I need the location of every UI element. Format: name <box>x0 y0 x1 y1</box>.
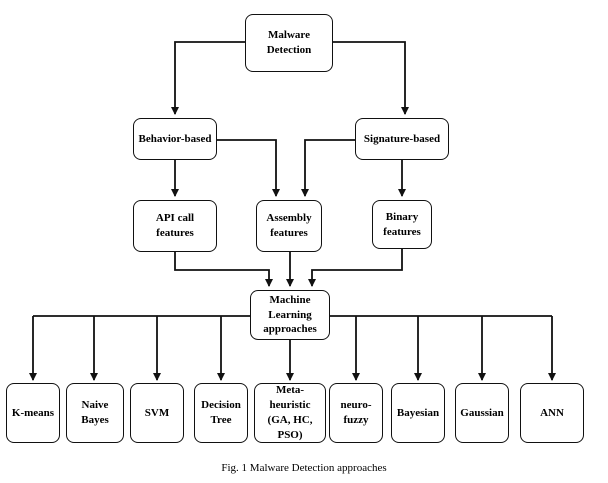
method-kmeans-label: K-means <box>11 406 55 419</box>
method-naive-bayes: Naive Bayes <box>66 383 124 443</box>
assembly-features-label: Assembly features <box>266 212 312 239</box>
method-meta-heuristic-label: Meta-heuristic (GA, HC, PSO) <box>267 384 313 441</box>
method-ann-label: ANN <box>540 406 564 419</box>
method-svm: SVM <box>130 383 184 443</box>
edge-api-ml <box>174 252 273 287</box>
behavior-based-label: Behavior-based <box>138 132 212 145</box>
edge-signature-assembly <box>301 139 355 197</box>
method-neuro-fuzzy-label: neuro-fuzzy <box>340 399 372 426</box>
ml-approaches-node: Machine Learning approaches <box>250 290 330 340</box>
edge-binary-ml <box>308 249 403 287</box>
edge-root-signature <box>333 41 409 115</box>
binary-features-node: Binary features <box>372 200 432 249</box>
signature-based-node: Signature-based <box>355 118 449 160</box>
method-naive-bayes-label: Naive Bayes <box>81 399 109 426</box>
figure-caption: Fig. 1 Malware Detection approaches <box>221 462 387 474</box>
edge-root-behavior <box>171 41 245 115</box>
method-gaussian-label: Gaussian <box>460 406 504 419</box>
root-node: Malware Detection <box>245 14 333 72</box>
method-neuro-fuzzy: neuro-fuzzy <box>329 383 383 443</box>
method-meta-heuristic: Meta-heuristic (GA, HC, PSO) <box>254 383 326 443</box>
behavior-based-node: Behavior-based <box>133 118 217 160</box>
edge-behavior-assembly <box>217 139 280 197</box>
method-bayesian: Bayesian <box>391 383 445 443</box>
api-call-features-node: API call features <box>133 200 217 252</box>
method-decision-tree-label: Decision Tree <box>201 399 241 426</box>
assembly-features-node: Assembly features <box>256 200 322 252</box>
signature-based-label: Signature-based <box>363 132 441 145</box>
binary-features-label: Binary features <box>383 210 421 238</box>
ml-approaches-label: Machine Learning approaches <box>263 293 317 336</box>
method-decision-tree: Decision Tree <box>194 383 248 443</box>
api-call-features-label: API call features <box>155 212 195 239</box>
method-svm-label: SVM <box>144 406 170 419</box>
method-gaussian: Gaussian <box>455 383 509 443</box>
method-ann: ANN <box>520 383 584 443</box>
root-label: Malware Detection <box>266 29 312 56</box>
method-kmeans: K-means <box>6 383 60 443</box>
method-bayesian-label: Bayesian <box>396 406 440 419</box>
